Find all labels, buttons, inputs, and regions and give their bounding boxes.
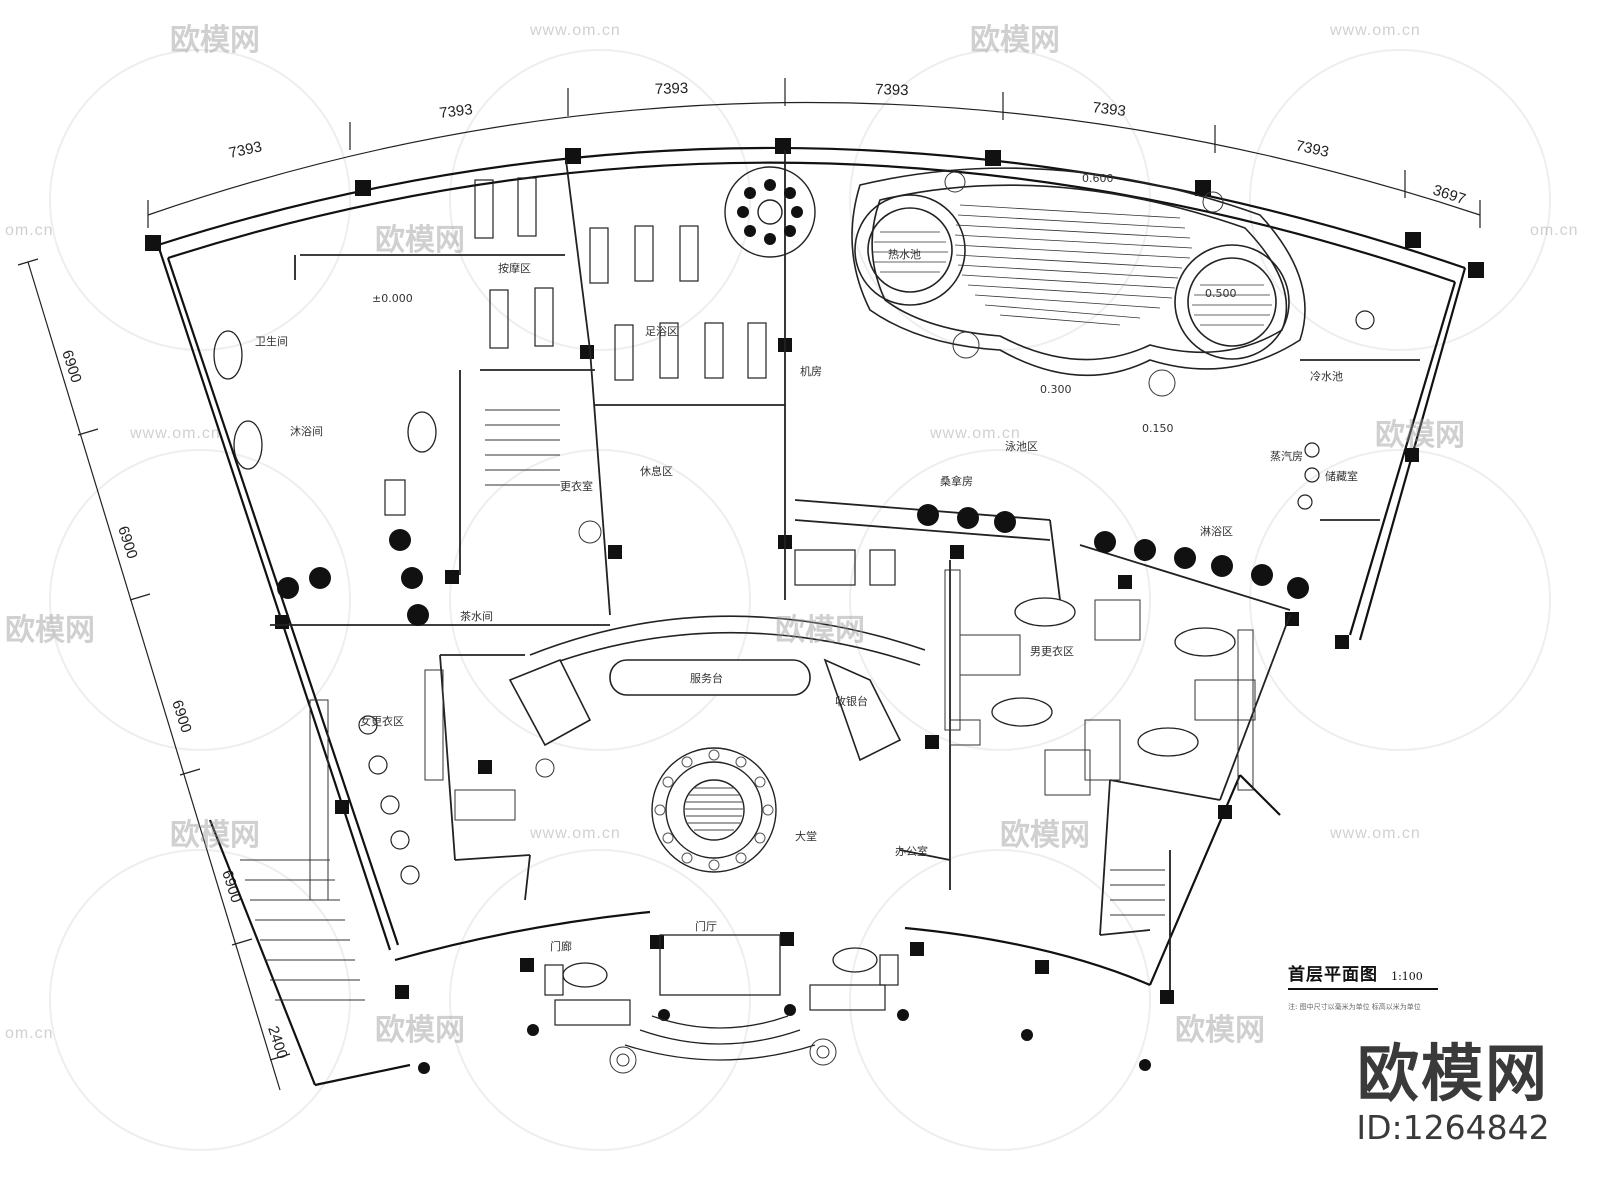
- drawing-title: 首层平面图: [1288, 965, 1378, 985]
- label-reshui: 热水池: [888, 248, 921, 261]
- dim-top-1: 7393: [227, 138, 263, 162]
- label-menlang: 门廊: [550, 939, 572, 953]
- label-linyu: 淋浴区: [1200, 525, 1233, 538]
- title-underline: [1288, 988, 1438, 990]
- stairs: [240, 409, 1165, 1001]
- drawing-note: 注: 图中尺寸以毫米为单位 标高以米为单位: [1288, 1003, 1421, 1011]
- label-chashui: 茶水间: [460, 610, 493, 623]
- massage-beds: [474, 177, 767, 381]
- plants: [535, 171, 1224, 1074]
- label-zhengqi: 蒸汽房: [1270, 449, 1303, 463]
- label-gengyishi: 更衣室: [560, 479, 593, 493]
- label-bangong: 办公室: [895, 844, 928, 858]
- round-spa: [724, 166, 816, 258]
- watermark-url-3: www.om.cn: [130, 425, 221, 442]
- central-feature-ring-dots: [654, 749, 774, 871]
- dim-left-3: 6900: [168, 698, 194, 735]
- central-round-feature: [651, 747, 777, 873]
- label-nangengyi: 男更衣区: [1030, 644, 1074, 658]
- watermark-logo-6: 欧模网: [775, 613, 865, 648]
- level-mark-4: 0.500: [1205, 287, 1237, 300]
- watermark-url-5: www.om.cn: [530, 825, 621, 842]
- watermark-url-7: om.cn: [5, 222, 54, 239]
- dim-top-5: 7393: [1092, 99, 1127, 120]
- watermark-logo-5: 欧模网: [5, 613, 95, 648]
- watermark-logo-4: 欧模网: [1375, 418, 1465, 453]
- watermark-logo-2: 欧模网: [970, 23, 1060, 58]
- label-menting: 门厅: [695, 919, 717, 933]
- structural-columns: [145, 138, 1484, 1004]
- label-datang: 大堂: [795, 829, 817, 843]
- label-nvgengyi: 女更衣区: [360, 714, 404, 728]
- drawing-scale: 1:100: [1391, 970, 1423, 983]
- label-chucang: 储藏室: [1325, 469, 1358, 483]
- dim-top-6: 7393: [1294, 137, 1330, 161]
- drawing-title-block: 首层平面图 1:100 注: 图中尺寸以毫米为单位 标高以米为单位: [1288, 960, 1453, 1020]
- label-fuwutai: 服务台: [690, 671, 723, 685]
- round-spa-seats: [737, 179, 803, 245]
- watermark-url-2: www.om.cn: [1330, 22, 1421, 39]
- label-shouyin: 收银台: [835, 694, 868, 708]
- watermark-url-1: www.om.cn: [530, 22, 621, 39]
- label-weishengjian: 卫生间: [255, 334, 288, 348]
- central-feature-hatch: [685, 787, 743, 831]
- brand-logo-text: 欧模网: [1356, 1037, 1549, 1110]
- watermark-logo-9: 欧模网: [375, 1013, 465, 1048]
- dim-top-3: 7393: [655, 80, 689, 98]
- watermark-logo-8: 欧模网: [1000, 818, 1090, 853]
- top-dimension-line: [147, 78, 1481, 228]
- dim-top-7: 3697: [1431, 182, 1468, 208]
- room-labels: 门厅 大堂 足浴区 按摩区 淋浴区 男更衣区 女更衣区 休息区 泳池区 蒸汽房 …: [255, 248, 1358, 953]
- watermark-url-9: om.cn: [1530, 222, 1579, 239]
- level-marks: ±0.000 0.150 0.300 0.500 0.600: [372, 172, 1237, 435]
- label-jifang: 机房: [800, 364, 822, 378]
- level-mark-3: 0.300: [1040, 383, 1072, 396]
- brand-id-text: ID:1264842: [1356, 1108, 1550, 1147]
- dim-left-1: 6900: [58, 348, 84, 385]
- watermark-logo-1: 欧模网: [170, 23, 260, 58]
- top-dimension-labels: 7393 7393 7393 7393 7393 7393 3697: [227, 80, 1467, 208]
- left-dimension-line: [17, 258, 291, 1091]
- level-mark-2: 0.150: [1142, 422, 1174, 435]
- reception-counter: [508, 615, 926, 762]
- dim-top-2: 7393: [438, 101, 473, 122]
- label-anmo: 按摩区: [498, 261, 531, 275]
- dark-chairs: [277, 504, 1309, 1074]
- watermark-logo-3: 欧模网: [375, 223, 465, 258]
- label-yongchi: 泳池区: [1005, 439, 1038, 453]
- dim-left-2: 6900: [114, 524, 140, 561]
- watermark-url-6: www.om.cn: [1330, 825, 1421, 842]
- locker-banks: [309, 569, 1256, 901]
- pool-water-hatch: [872, 204, 1272, 326]
- entrance-steps: [624, 934, 816, 1061]
- watermark-logo-10: 欧模网: [1175, 1013, 1265, 1048]
- level-mark-5: 0.600: [1082, 172, 1114, 185]
- watermark-url-4: www.om.cn: [930, 425, 1021, 442]
- pool-area: [851, 167, 1306, 377]
- watermark-url-8: om.cn: [5, 1025, 54, 1042]
- label-sangna: 桑拿房: [940, 474, 973, 488]
- brand-stamp: 欧模网 ID:1264842: [1348, 1040, 1558, 1148]
- label-lengshui: 冷水池: [1310, 370, 1343, 383]
- label-zuyu: 足浴区: [645, 325, 678, 338]
- oval-tubs: [213, 330, 1236, 988]
- round-stools: [358, 310, 1375, 885]
- label-xiuxi: 休息区: [640, 464, 673, 478]
- dim-left-5: 2400: [264, 1024, 290, 1061]
- interior-walls: [270, 150, 1420, 990]
- level-mark-1: ±0.000: [372, 292, 413, 305]
- label-muyu: 沐浴间: [290, 425, 323, 438]
- lounge-sofas: [384, 479, 899, 1026]
- watermark-logo-7: 欧模网: [170, 818, 260, 853]
- dim-top-4: 7393: [875, 81, 909, 99]
